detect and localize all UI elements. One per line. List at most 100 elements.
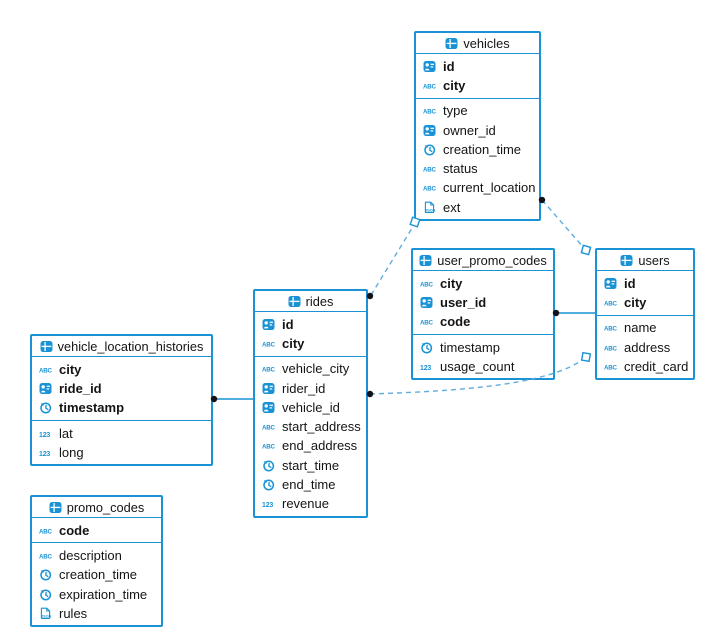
svg-text:ABC: ABC: [604, 345, 618, 352]
text-type-icon: ABC: [262, 420, 277, 433]
text-type-icon: ABC: [39, 524, 54, 537]
field-row-description[interactable]: ABC description: [32, 546, 161, 565]
table-header[interactable]: user_promo_codes: [413, 250, 553, 271]
text-type-icon: ABC: [423, 104, 438, 117]
field-label: rider_id: [282, 380, 326, 396]
json-type-icon: JSON: [423, 201, 438, 214]
field-row-start_address[interactable]: ABC start_address: [255, 417, 366, 436]
field-label: lat: [59, 425, 73, 441]
field-row-owner_id[interactable]: owner_id: [416, 120, 539, 139]
field-row-id[interactable]: id: [597, 274, 693, 293]
timestamp-type-icon: [39, 568, 54, 581]
text-type-icon: ABC: [604, 296, 619, 309]
field-label: start_address: [282, 419, 361, 435]
id-badge-icon: [262, 401, 277, 414]
field-row-creation_time[interactable]: creation_time: [416, 140, 539, 159]
field-row-city[interactable]: ABC city: [32, 360, 211, 379]
field-row-expiration_time[interactable]: expiration_time: [32, 584, 161, 603]
field-row-start_time[interactable]: start_time: [255, 456, 366, 475]
timestamp-type-icon: [423, 143, 438, 156]
field-label: user_id: [440, 294, 487, 310]
relation-line-rides-to-vehicles[interactable]: [370, 224, 415, 296]
field-row-rider_id[interactable]: rider_id: [255, 378, 366, 397]
table-icon: [445, 37, 458, 50]
field-label: description: [59, 547, 122, 563]
field-row-id[interactable]: id: [416, 57, 539, 76]
id-badge-icon: [262, 318, 277, 331]
field-row-user_id[interactable]: user_id: [413, 293, 553, 312]
table-header[interactable]: users: [597, 250, 693, 271]
field-row-vehicle_id[interactable]: vehicle_id: [255, 398, 366, 417]
text-type-icon: ABC: [262, 362, 277, 375]
timestamp-type-icon: [420, 341, 435, 354]
field-row-vehicle_city[interactable]: ABC vehicle_city: [255, 359, 366, 378]
svg-text:ABC: ABC: [420, 320, 434, 327]
field-label: status: [443, 161, 478, 177]
svg-text:JSON: JSON: [425, 208, 435, 212]
id-badge-icon: [423, 60, 438, 73]
field-label: timestamp: [440, 339, 500, 355]
table-header[interactable]: vehicle_location_histories: [32, 336, 211, 357]
field-row-lat[interactable]: 123 lat: [32, 423, 211, 442]
id-badge-icon: [39, 382, 54, 395]
field-label: credit_card: [624, 358, 689, 374]
json-type-icon: JSON: [39, 607, 54, 620]
field-label: city: [282, 335, 305, 351]
field-row-id[interactable]: id: [255, 315, 366, 334]
table-title: vehicle_location_histories: [57, 338, 204, 354]
table-header[interactable]: promo_codes: [32, 497, 161, 518]
text-type-icon: ABC: [604, 360, 619, 373]
timestamp-type-icon: [262, 459, 277, 472]
number-type-icon: 123: [39, 427, 54, 440]
field-label: vehicle_city: [282, 361, 350, 377]
field-row-timestamp[interactable]: timestamp: [413, 337, 553, 356]
relation-line-vehicles-to-users[interactable]: [541, 199, 585, 249]
svg-text:ABC: ABC: [604, 326, 618, 333]
field-label: city: [440, 275, 463, 291]
field-row-ride_id[interactable]: ride_id: [32, 379, 211, 398]
field-row-end_time[interactable]: end_time: [255, 475, 366, 494]
table-header[interactable]: rides: [255, 291, 366, 312]
field-label: city: [59, 361, 82, 377]
svg-text:ABC: ABC: [39, 367, 53, 374]
field-label: creation_time: [59, 567, 138, 583]
field-row-creation_time[interactable]: creation_time: [32, 565, 161, 584]
svg-text:ABC: ABC: [262, 425, 276, 432]
field-row-credit_card[interactable]: ABC credit_card: [597, 357, 693, 376]
text-type-icon: ABC: [262, 439, 277, 452]
svg-text:ABC: ABC: [39, 554, 53, 561]
svg-text:JSON: JSON: [41, 614, 51, 618]
field-label: long: [59, 444, 84, 460]
field-row-timestamp[interactable]: timestamp: [32, 398, 211, 417]
relation-square-marker: [580, 244, 592, 256]
table-header[interactable]: vehicles: [416, 33, 539, 54]
